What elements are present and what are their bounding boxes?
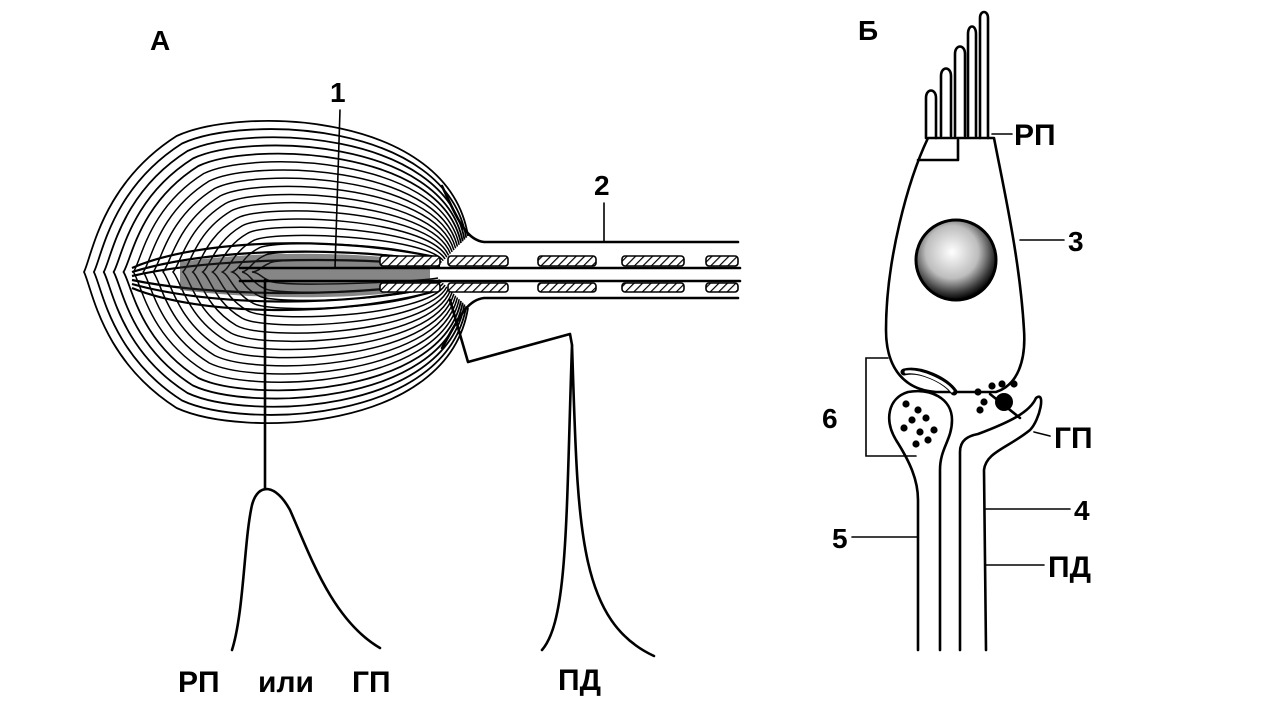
myelin-segment bbox=[447, 282, 509, 293]
lamella bbox=[122, 152, 462, 392]
cuticular-plate bbox=[916, 138, 960, 162]
myelin-segments bbox=[379, 255, 739, 293]
vesicle bbox=[908, 416, 916, 424]
bracket-6 bbox=[865, 357, 917, 457]
vesicle bbox=[980, 398, 988, 406]
vesicle bbox=[998, 380, 1006, 388]
marker-4: 4 bbox=[1074, 495, 1090, 526]
vesicle bbox=[922, 414, 930, 422]
lamella bbox=[82, 120, 469, 424]
marker-5: 5 bbox=[832, 523, 848, 554]
label-gp-b: ГП bbox=[1054, 422, 1093, 455]
myelin-segment bbox=[379, 282, 441, 293]
label-pd-a: ПД bbox=[558, 664, 601, 697]
vesicle bbox=[914, 406, 922, 414]
myelin-segment bbox=[537, 282, 597, 293]
myelin-segment bbox=[379, 255, 441, 267]
lamella bbox=[171, 193, 453, 351]
synaptic-ribbon bbox=[900, 367, 958, 396]
myelin-segment bbox=[705, 282, 739, 293]
vesicle bbox=[912, 440, 920, 448]
nerve-fibre bbox=[238, 184, 742, 350]
panel-a: А 1 2 bbox=[82, 25, 742, 699]
label-or: или bbox=[258, 666, 314, 699]
marker-2: 2 bbox=[594, 170, 610, 201]
label-rp-b: РП bbox=[1014, 119, 1056, 152]
myelin-segment bbox=[621, 255, 685, 267]
myelin-segment bbox=[447, 255, 509, 267]
panel-b: Б РП 3 ГП 4 П bbox=[822, 10, 1093, 652]
label-gp: ГП bbox=[352, 666, 391, 699]
leader-gp-b bbox=[1033, 431, 1051, 437]
marker-1-leader bbox=[334, 109, 341, 269]
lamella bbox=[112, 144, 464, 400]
marker-6: 6 bbox=[822, 403, 838, 434]
action-potential-wave bbox=[540, 343, 656, 658]
vesicle bbox=[924, 436, 932, 444]
myelin-segment bbox=[705, 255, 739, 267]
marker-1: 1 bbox=[330, 77, 346, 108]
action-potential-electrode bbox=[448, 298, 574, 364]
lamella bbox=[142, 169, 459, 375]
vesicle bbox=[988, 382, 996, 390]
vesicle bbox=[976, 406, 984, 414]
afferent-fibre bbox=[958, 395, 1043, 652]
myelin-segment bbox=[537, 255, 597, 267]
panel-a-letter: А bbox=[150, 25, 170, 56]
vesicle bbox=[930, 426, 938, 434]
synaptic-vesicles bbox=[900, 380, 1018, 448]
marker-3: 3 bbox=[1068, 226, 1084, 257]
label-rp: РП bbox=[178, 666, 220, 699]
lamella bbox=[102, 136, 466, 408]
hair-cell-body bbox=[884, 136, 1026, 394]
myelin-segment bbox=[621, 282, 685, 293]
label-pd-b: ПД bbox=[1048, 551, 1091, 584]
vesicle bbox=[916, 428, 924, 436]
hair-bundle bbox=[924, 10, 990, 140]
receptor-potential-wave bbox=[230, 487, 382, 652]
afferent-synapse bbox=[995, 393, 1013, 411]
vesicle bbox=[902, 400, 910, 408]
lamella bbox=[162, 185, 455, 359]
hair-cell-nucleus bbox=[914, 218, 998, 302]
vesicle bbox=[974, 388, 982, 396]
efferent-terminal bbox=[888, 389, 954, 652]
vesicle bbox=[1010, 380, 1018, 388]
panel-b-letter: Б bbox=[858, 15, 878, 46]
lamella bbox=[92, 128, 468, 416]
vesicle bbox=[900, 424, 908, 432]
